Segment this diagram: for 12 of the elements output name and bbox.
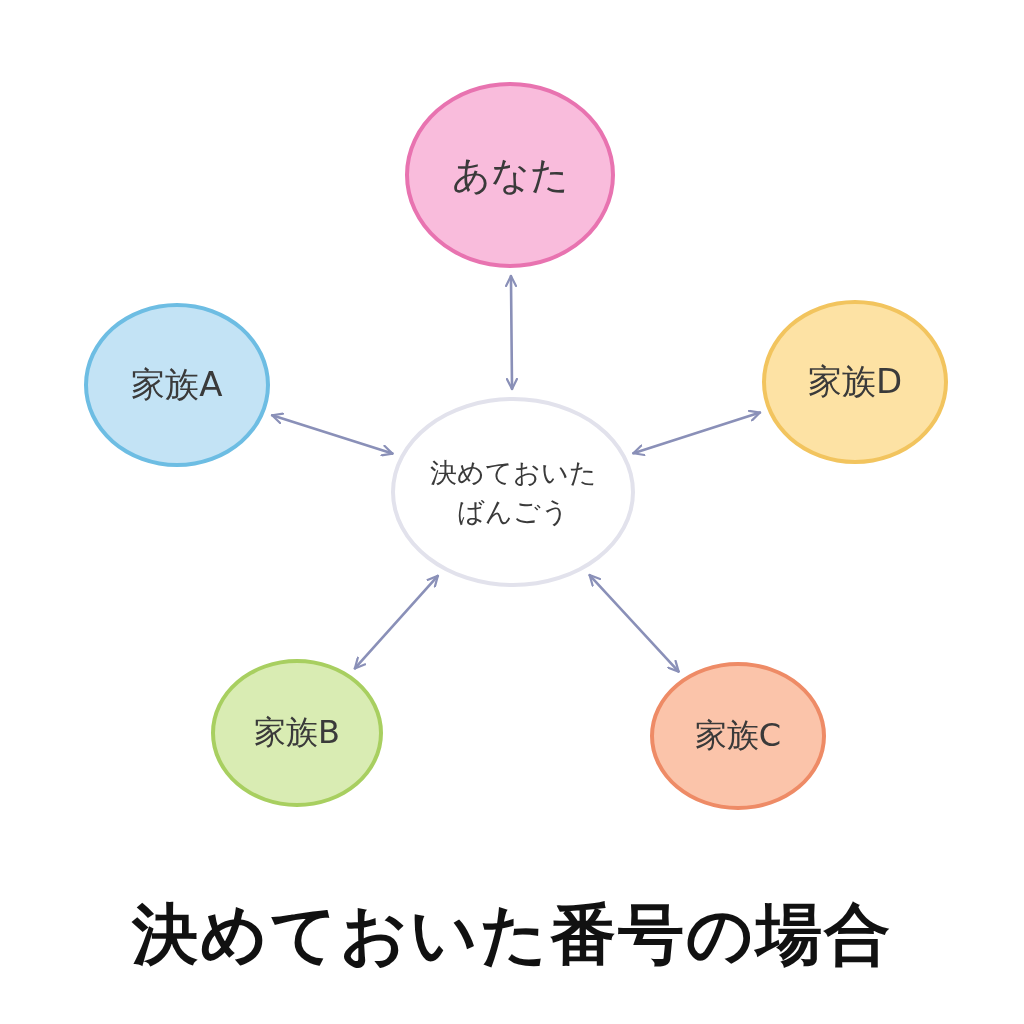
node-label: 家族C [694,715,782,756]
double-arrow [353,574,440,670]
title: 決めておいた番号の場合 [131,895,893,975]
node-label: 決めておいたばんごう [428,455,598,529]
double-arrow [504,274,519,391]
node-label: 家族D [807,360,903,403]
double-arrow [588,573,680,673]
double-arrow [632,409,762,457]
node-label: 家族B [254,712,340,753]
double-arrow [270,412,394,457]
node-label: あなた [451,151,569,199]
node-label: 家族A [131,363,223,406]
